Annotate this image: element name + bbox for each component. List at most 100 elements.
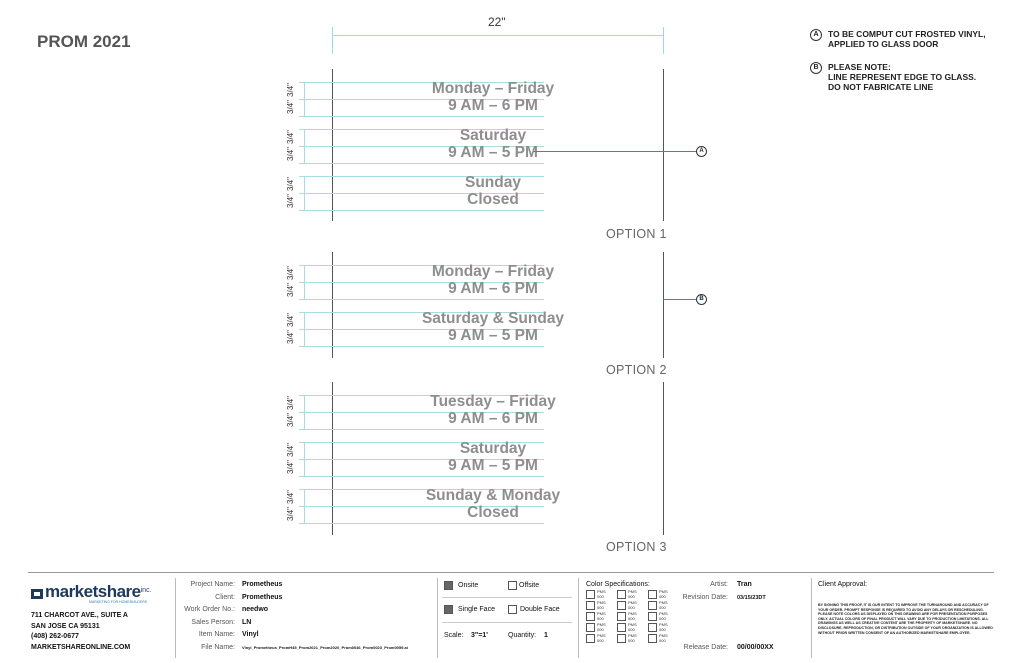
note-b-line2: LINE REPRESENT EDGE TO GLASS. bbox=[828, 72, 977, 82]
guide-line bbox=[299, 265, 544, 266]
guide-line bbox=[299, 329, 544, 330]
scale-label: Scale: bbox=[444, 632, 464, 639]
client-label: Client: bbox=[215, 594, 235, 601]
measure-label: 3/4" bbox=[286, 100, 295, 114]
hours-line: Closed bbox=[467, 504, 519, 521]
guide-line bbox=[299, 82, 544, 83]
measure-label: 3/4" bbox=[286, 330, 295, 344]
pms-swatch[interactable] bbox=[617, 634, 626, 643]
hours-line: Monday – Friday bbox=[431, 263, 555, 280]
pms-swatch[interactable] bbox=[617, 590, 626, 599]
measure-label: 3/4" bbox=[286, 507, 295, 521]
callout-a-marker: A bbox=[696, 146, 707, 157]
pms-swatch[interactable] bbox=[586, 634, 595, 643]
measure-label: 3/4" bbox=[286, 413, 295, 427]
guide-line bbox=[299, 312, 544, 313]
pms-swatch[interactable] bbox=[586, 623, 595, 632]
option-3-label: OPTION 3 bbox=[606, 540, 667, 554]
measure-tick bbox=[304, 489, 305, 523]
guide-line bbox=[299, 282, 544, 283]
titleblock-divider bbox=[175, 578, 176, 658]
measure-tick bbox=[304, 442, 305, 476]
company-address: 711 CHARCOT AVE., SUITE A SAN JOSE CA 95… bbox=[31, 611, 130, 653]
measure-label: 3/4" bbox=[286, 490, 295, 504]
measure-label: 3/4" bbox=[286, 266, 295, 280]
titleblock-top-rule bbox=[28, 572, 994, 573]
hours-line: Sunday bbox=[465, 174, 521, 191]
measure-tick bbox=[304, 395, 305, 429]
artist-value: Tran bbox=[737, 581, 752, 588]
color-spec-label: Color Specifications: bbox=[586, 581, 650, 588]
guide-line bbox=[299, 176, 544, 177]
guide-line bbox=[299, 523, 544, 524]
logo-tagline: MARKETING FOR HOMEBUILDERS bbox=[89, 600, 148, 604]
guide-line bbox=[299, 459, 544, 460]
pms-swatch[interactable] bbox=[617, 601, 626, 610]
offsite-checkbox[interactable] bbox=[508, 581, 517, 590]
hours-line: Monday – Friday bbox=[431, 80, 555, 97]
titleblock-divider bbox=[811, 578, 812, 658]
glass-edge-right bbox=[663, 69, 664, 221]
hours-line: 9 AM – 6 PM bbox=[448, 280, 538, 297]
guide-line bbox=[299, 163, 544, 164]
hours-line: 9 AM – 6 PM bbox=[448, 97, 538, 114]
note-a: A TO BE COMPUT CUT FROSTED VINYL, APPLIE… bbox=[810, 29, 986, 49]
pms-swatch[interactable] bbox=[648, 590, 657, 599]
address-line2: SAN JOSE CA 95131 bbox=[31, 622, 100, 630]
hours-line: Saturday bbox=[459, 440, 527, 457]
guide-line bbox=[299, 506, 544, 507]
pms-swatch[interactable] bbox=[648, 634, 657, 643]
release-date-value: 00/00/00XX bbox=[737, 644, 774, 651]
guide-line bbox=[299, 116, 544, 117]
hours-line: Closed bbox=[467, 191, 519, 208]
callout-b-leader bbox=[663, 299, 697, 300]
pms-swatch[interactable] bbox=[617, 623, 626, 632]
single-face-label: Single Face bbox=[458, 606, 495, 613]
artist-label: Artist: bbox=[710, 581, 728, 588]
guide-line bbox=[299, 395, 544, 396]
measure-tick bbox=[304, 82, 305, 116]
note-b: B PLEASE NOTE: LINE REPRESENT EDGE TO GL… bbox=[810, 62, 976, 92]
guide-line bbox=[299, 429, 544, 430]
pms-swatch[interactable] bbox=[648, 623, 657, 632]
measure-label: 3/4" bbox=[286, 130, 295, 144]
measure-label: 3/4" bbox=[286, 443, 295, 457]
offsite-label: Offsite bbox=[519, 582, 540, 589]
note-a-line2: APPLIED TO GLASS DOOR bbox=[828, 39, 939, 49]
company-website[interactable]: MARKETSHAREONLINE.COM bbox=[31, 643, 131, 651]
option-1-label: OPTION 1 bbox=[606, 227, 667, 241]
hours-line: 9 AM – 5 PM bbox=[448, 327, 538, 344]
measure-label: 3/4" bbox=[286, 396, 295, 410]
measure-tick bbox=[304, 129, 305, 163]
measure-tick bbox=[304, 176, 305, 210]
guide-line bbox=[299, 129, 544, 130]
measure-label: 3/4" bbox=[286, 313, 295, 327]
titleblock-divider bbox=[578, 578, 579, 658]
callout-b-marker: B bbox=[696, 294, 707, 305]
pms-swatch[interactable] bbox=[617, 612, 626, 621]
item-name-label: Item Name: bbox=[198, 631, 235, 638]
single-face-checkbox[interactable] bbox=[444, 605, 453, 614]
revision-date-label: Revision Date: bbox=[682, 594, 728, 601]
glass-edge-left bbox=[332, 382, 333, 535]
measure-label: 3/4" bbox=[286, 83, 295, 97]
pms-swatch[interactable] bbox=[648, 612, 657, 621]
double-face-checkbox[interactable] bbox=[508, 605, 517, 614]
hours-line: 9 AM – 5 PM bbox=[448, 457, 538, 474]
titleblock-divider bbox=[437, 578, 438, 658]
measure-label: 3/4" bbox=[286, 147, 295, 161]
address-line1: 711 CHARCOT AVE., SUITE A bbox=[31, 612, 128, 619]
pms-swatch[interactable] bbox=[586, 601, 595, 610]
scale-value: 3"=1' bbox=[471, 632, 488, 639]
guide-line bbox=[299, 193, 544, 194]
project-name-label: Project Name: bbox=[190, 581, 235, 588]
pms-swatch[interactable] bbox=[648, 601, 657, 610]
client-value: Prometheus bbox=[242, 594, 283, 601]
onsite-checkbox[interactable] bbox=[444, 581, 453, 590]
approval-disclaimer: BY SIGNING THIS PROOF, IT IS OUR INTENT … bbox=[818, 603, 993, 635]
work-order-label: Work Order No.: bbox=[184, 606, 235, 613]
logo-mark-icon bbox=[31, 589, 43, 599]
pms-swatch[interactable] bbox=[586, 612, 595, 621]
pms-swatch[interactable] bbox=[586, 590, 595, 599]
titleblock-rule bbox=[442, 597, 572, 598]
